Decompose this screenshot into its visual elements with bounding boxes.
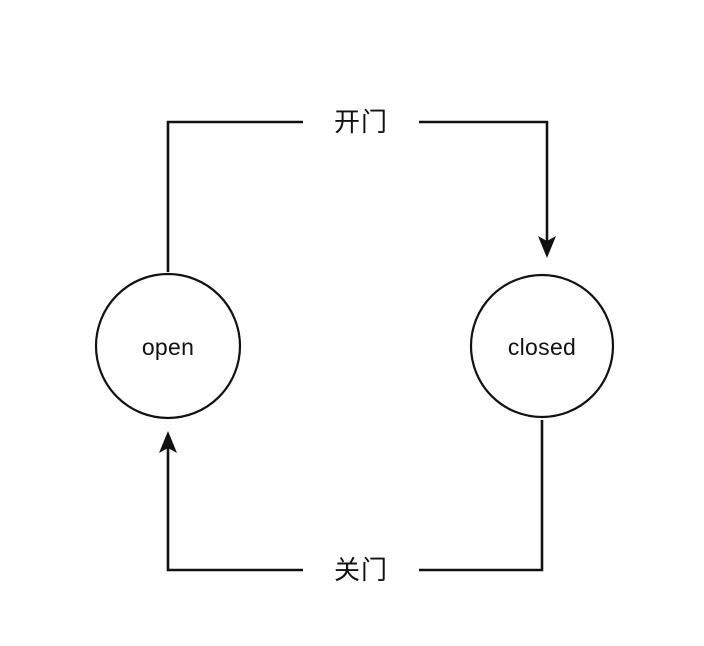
state-label-open: open: [142, 334, 194, 360]
transition-closed-to-open[interactable]: 关门: [159, 420, 544, 585]
state-node-open[interactable]: open: [94, 272, 242, 420]
transition-open-to-closed[interactable]: 开门: [166, 107, 556, 272]
transition-label-closed-to-open: 关门: [334, 555, 388, 585]
arrowhead-up-icon: [159, 431, 177, 453]
state-node-closed[interactable]: closed: [469, 273, 615, 419]
edge-closed-to-open-left-segment: [166, 446, 303, 572]
state-label-closed: closed: [508, 334, 576, 360]
edge-closed-to-open-right-segment: [419, 420, 544, 572]
arrowhead-down-icon: [538, 236, 556, 258]
state-circle-open[interactable]: [94, 272, 242, 420]
edge-open-to-closed-right-segment: [419, 120, 549, 244]
transition-label-open-to-closed: 开门: [334, 107, 388, 137]
edge-open-to-closed-left-segment: [166, 120, 303, 272]
state-circle-closed[interactable]: [469, 273, 615, 419]
